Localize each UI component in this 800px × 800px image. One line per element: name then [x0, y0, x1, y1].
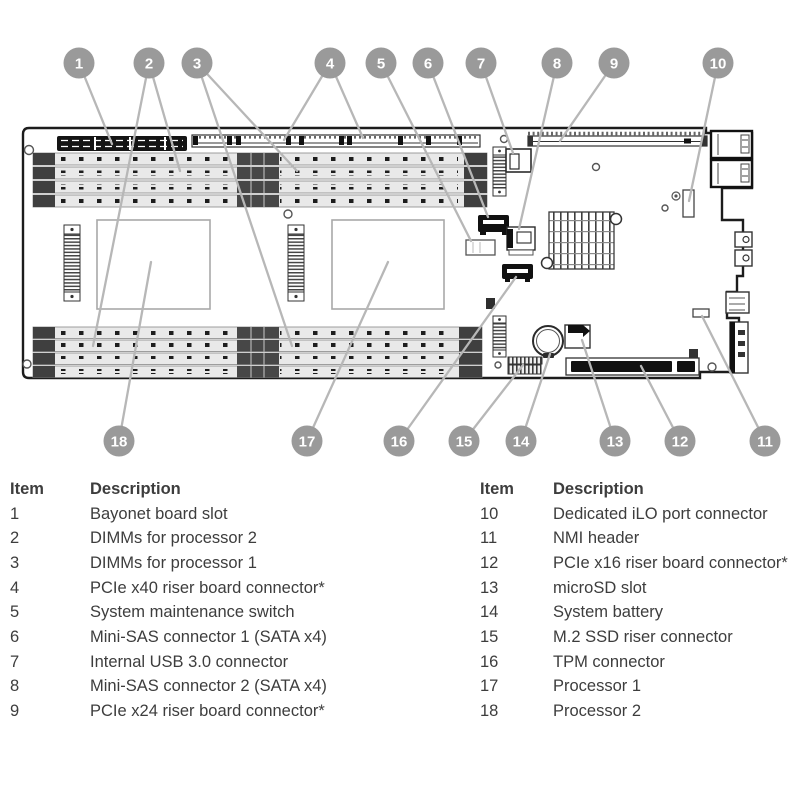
svg-text:16: 16 — [391, 434, 408, 451]
svg-text:3: 3 — [193, 56, 201, 73]
power-connector-left — [63, 224, 81, 302]
svg-text:7: 7 — [477, 56, 485, 73]
svg-text:12: 12 — [672, 434, 689, 451]
callout-14: 14 — [505, 425, 537, 457]
callout-3: 3 — [181, 47, 213, 79]
svg-text:13: 13 — [607, 434, 624, 451]
microsd-slot — [564, 324, 591, 349]
svg-text:10: 10 — [710, 56, 727, 73]
svg-text:11: 11 — [757, 434, 773, 451]
pcie-x40-riser-connector — [191, 134, 481, 148]
pin-header-bottom — [492, 315, 507, 358]
description-header: Description — [90, 479, 181, 498]
item-header: Item — [480, 479, 514, 498]
suv-connector — [725, 291, 750, 314]
legend-header: Item Description — [10, 477, 450, 502]
mini-sas-connector-2 — [506, 226, 536, 256]
svg-text:18: 18 — [111, 434, 128, 451]
svg-text:2: 2 — [145, 56, 153, 73]
callout-10: 10 — [702, 47, 734, 79]
edge-connector-1 — [734, 231, 753, 248]
callout-7: 7 — [465, 47, 497, 79]
usb3-connector — [505, 148, 532, 173]
callout-15: 15 — [448, 425, 480, 457]
callout-16: 16 — [383, 425, 415, 457]
svg-text:1: 1 — [75, 56, 83, 73]
svg-text:5: 5 — [377, 56, 385, 73]
processor-2-socket — [96, 219, 211, 310]
nic-port-bottom — [709, 158, 754, 189]
callout-1: 1 — [63, 47, 95, 79]
edge-component-bottom-right — [729, 321, 749, 374]
legend-header: Item Description — [480, 477, 795, 502]
pcie-x16-riser-connector — [565, 357, 700, 376]
callout-9: 9 — [598, 47, 630, 79]
callout-12: 12 — [664, 425, 696, 457]
svg-text:9: 9 — [610, 56, 618, 73]
callout-8: 8 — [541, 47, 573, 79]
system-board-diagram: 1 2 3 4 5 6 7 8 9 10 11 12 13 14 15 16 1… — [21, 47, 781, 457]
svg-text:15: 15 — [456, 434, 473, 451]
callout-4: 4 — [314, 47, 346, 79]
callout-5: 5 — [365, 47, 397, 79]
callout-6: 6 — [412, 47, 444, 79]
chipset-heatsink — [540, 211, 623, 270]
callout-18: 18 — [103, 425, 135, 457]
dimm-bank-bottom — [32, 326, 483, 378]
callouts: 1 2 3 4 5 6 7 8 9 10 11 12 13 14 15 16 1… — [63, 47, 781, 457]
item-header: Item — [10, 479, 44, 498]
ilo-port-connector — [671, 189, 695, 218]
bayonet-board-slot — [57, 136, 187, 151]
svg-text:14: 14 — [513, 434, 530, 451]
callout-13: 13 — [599, 425, 631, 457]
callout-2: 2 — [133, 47, 165, 79]
dimm-bank-top — [32, 152, 488, 208]
pcie-x24-riser-connector — [527, 131, 708, 147]
power-connector-right — [287, 224, 305, 302]
small-dark-square — [689, 349, 698, 358]
callout-11: 11 — [749, 425, 781, 457]
system-maintenance-switch — [465, 239, 496, 256]
tpm-connector — [502, 264, 533, 282]
callout-17: 17 — [291, 425, 323, 457]
svg-text:17: 17 — [299, 434, 316, 451]
svg-text:6: 6 — [424, 56, 432, 73]
edge-connector-2 — [734, 249, 753, 267]
description-header: Description — [553, 479, 644, 498]
small-component — [486, 298, 495, 309]
svg-text:8: 8 — [553, 56, 561, 73]
nic-port-top — [709, 129, 754, 160]
pin-header-top — [492, 146, 507, 197]
m2-ssd-riser-connector — [507, 356, 543, 375]
svg-text:4: 4 — [326, 56, 335, 73]
mini-sas-connector-1 — [478, 215, 509, 235]
nmi-header — [692, 308, 710, 318]
